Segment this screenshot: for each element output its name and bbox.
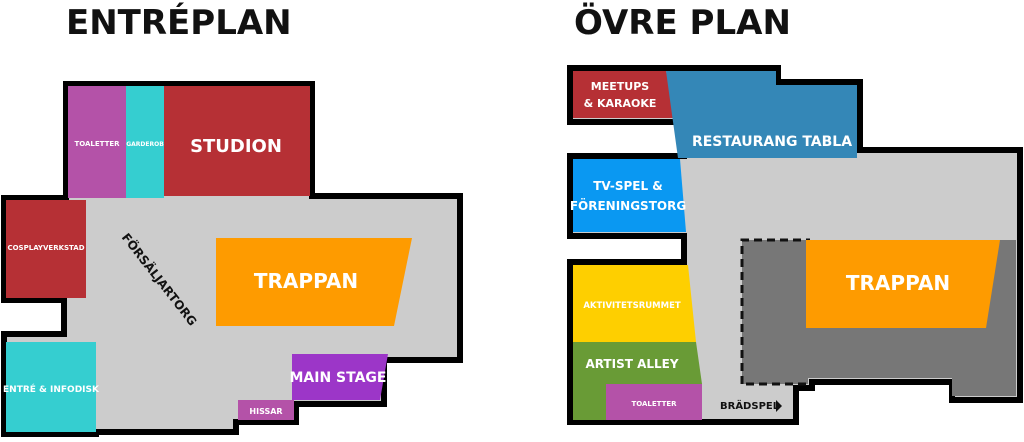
main-stage-label: MAIN STAGE (289, 370, 386, 386)
ground-floor-plan: TOALETTER GARDEROB STUDION COSPLAYVERKST… (1, 81, 463, 437)
tvspel-label-2: FÖRENINGSTORG (570, 198, 686, 213)
aktivitet-label: AKTIVITETSRUMMET (583, 301, 681, 311)
hissar-label: HISSAR (249, 407, 282, 416)
trappan-ground[interactable] (216, 238, 412, 326)
artist-alley-label: ARTIST ALLEY (585, 357, 678, 371)
garderob-label: GARDEROB (126, 141, 164, 148)
tvspel-label-1: TV-SPEL & (593, 179, 663, 193)
upper-floor-plan: MEETUPS & KARAOKE RESTAURANG TABLA TV-SP… (567, 65, 1023, 425)
meetups-label-1: MEETUPS (591, 80, 649, 93)
hissar-room[interactable] (238, 400, 294, 420)
main-stage-room[interactable] (292, 354, 388, 400)
ground-floor-title: ENTRÉPLAN (66, 2, 292, 43)
trappan-ground-label: TRAPPAN (254, 269, 358, 293)
atrium-dashed-edge (740, 238, 810, 384)
aktivitetsrummet-room[interactable] (573, 265, 696, 342)
garderob-room[interactable] (126, 86, 164, 198)
tvspel-room[interactable] (573, 159, 686, 232)
entre-label: ENTRÉ & INFODISK (3, 383, 100, 395)
toaletter-label: TOALETTER (74, 140, 120, 148)
toaletter-upper-room[interactable] (606, 384, 702, 420)
bradspel-label: BRÄDSPEL (720, 398, 780, 412)
bradspel-arrow-icon (776, 400, 782, 412)
restaurang-label: RESTAURANG TABLA (692, 134, 852, 150)
restaurang-tabla-room[interactable] (666, 71, 857, 158)
toaletter-room[interactable] (68, 86, 126, 198)
toaletter-upper-room-left (573, 384, 606, 420)
studion-room[interactable] (164, 86, 310, 196)
meetups-label-2: & KARAOKE (584, 97, 657, 110)
entre-infodisk-room[interactable] (6, 342, 96, 432)
upper-floor-title: ÖVRE PLAN (574, 2, 791, 43)
trappan-upper-label: TRAPPAN (846, 271, 950, 295)
studion-label: STUDION (190, 136, 282, 157)
trappan-upper[interactable] (806, 240, 1000, 328)
meetups-room[interactable] (573, 71, 676, 118)
toaletter-upper-label: TOALETTER (631, 400, 677, 408)
artist-alley-room[interactable] (573, 342, 702, 384)
cosplayverkstad-room[interactable] (6, 200, 86, 298)
cosplay-label: COSPLAYVERKSTAD (7, 244, 84, 252)
